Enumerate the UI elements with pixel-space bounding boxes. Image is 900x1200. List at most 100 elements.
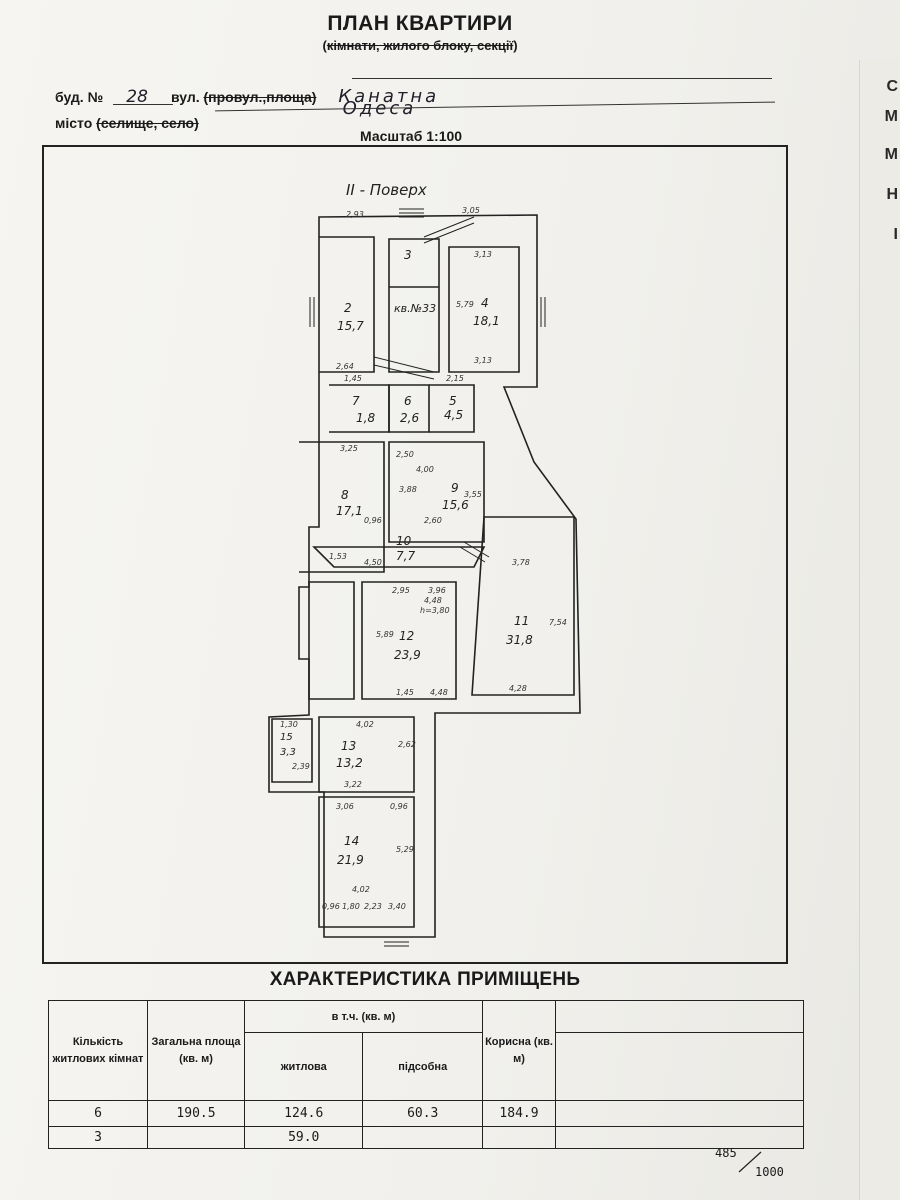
subtitle-struck-text: кімнати, жилого блоку, секції bbox=[326, 38, 514, 53]
svg-text:2,93: 2,93 bbox=[346, 210, 364, 219]
room-number: 6 bbox=[404, 394, 412, 408]
floor-label: ІІ - Поверх bbox=[346, 181, 427, 199]
characteristics-title: ХАРАКТЕРИСТИКА ПРИМІЩЕНЬ bbox=[269, 969, 581, 990]
room-area: 1,8 bbox=[356, 411, 375, 425]
cell-rooms: 6 bbox=[48, 1100, 148, 1127]
room-area: 31,8 bbox=[506, 633, 533, 647]
svg-text:4,48: 4,48 bbox=[430, 688, 448, 697]
room-area: 15,7 bbox=[337, 319, 364, 333]
svg-text:0,96: 0,96 bbox=[364, 516, 382, 525]
svg-text:5,29: 5,29 bbox=[396, 845, 414, 854]
city-name: Одеса bbox=[342, 98, 417, 119]
header-living: житлова bbox=[243, 1032, 364, 1101]
room-number: 9 bbox=[451, 481, 459, 495]
room-area: 23,9 bbox=[394, 648, 421, 662]
room-number: 13 bbox=[341, 739, 356, 753]
plan-walls bbox=[268, 214, 581, 938]
header-useful-area: Корисна (кв. м) bbox=[482, 1000, 556, 1101]
room-number: 15 bbox=[280, 732, 293, 743]
room-number: 3 bbox=[404, 248, 412, 262]
cell-aux bbox=[362, 1126, 483, 1149]
svg-text:3,55: 3,55 bbox=[464, 490, 482, 499]
svg-text:2,62: 2,62 bbox=[398, 740, 416, 749]
room-area: 21,9 bbox=[337, 853, 364, 867]
svg-text:3,25: 3,25 bbox=[340, 444, 358, 453]
edge-letter: С bbox=[886, 78, 898, 95]
blank-cell bbox=[555, 1126, 804, 1149]
room-area: 13,2 bbox=[336, 756, 363, 770]
svg-text:3,13: 3,13 bbox=[474, 250, 492, 259]
svg-text:4,48: 4,48 bbox=[424, 596, 442, 605]
svg-text:7,54: 7,54 bbox=[549, 618, 567, 627]
room-number: 11 bbox=[514, 614, 529, 628]
room-area: 17,1 bbox=[336, 504, 363, 518]
city-line: місто (селище, село) Одеса bbox=[55, 98, 416, 133]
svg-text:3,88: 3,88 bbox=[399, 485, 417, 494]
svg-text:2,60: 2,60 bbox=[424, 516, 442, 525]
svg-text:1,45: 1,45 bbox=[344, 374, 362, 383]
cell-total: 190.5 bbox=[147, 1100, 245, 1127]
footer-denominator: 1000 bbox=[755, 1165, 784, 1179]
scale-label: Масштаб 1:100 bbox=[360, 128, 463, 144]
room-number: 12 bbox=[399, 629, 414, 643]
svg-text:3,06: 3,06 bbox=[336, 802, 354, 811]
cell-useful bbox=[482, 1126, 556, 1149]
apartment-number: кв.№33 bbox=[394, 302, 436, 315]
room-area: 2,6 bbox=[400, 411, 419, 425]
svg-text:2,15: 2,15 bbox=[446, 374, 464, 383]
svg-text:4,50: 4,50 bbox=[364, 558, 382, 567]
edge-letter: М bbox=[884, 108, 898, 125]
adjacent-page-edge: С М М Н І bbox=[859, 60, 900, 1200]
svg-text:4,00: 4,00 bbox=[416, 465, 434, 474]
svg-text:3,78: 3,78 bbox=[512, 558, 530, 567]
city-label: місто bbox=[55, 115, 93, 131]
svg-text:2,95: 2,95 bbox=[392, 586, 410, 595]
room-number: 2 bbox=[344, 301, 352, 315]
cell-living: 124.6 bbox=[243, 1100, 364, 1127]
svg-text:3,13: 3,13 bbox=[474, 356, 492, 365]
svg-text:1,45: 1,45 bbox=[396, 688, 414, 697]
cell-rooms: 3 bbox=[48, 1126, 148, 1149]
svg-text:1,30: 1,30 bbox=[280, 720, 298, 729]
edge-letter: І bbox=[893, 226, 898, 243]
blank-cell bbox=[555, 1000, 804, 1033]
svg-text:0,96: 0,96 bbox=[322, 902, 340, 911]
building-label: буд. № bbox=[55, 89, 104, 105]
cell-total bbox=[147, 1126, 245, 1149]
dimension-labels: 2,93 3,05 3,13 5,79 2,64 3,13 1,45 2,15 … bbox=[280, 206, 567, 911]
blank-cell bbox=[555, 1032, 804, 1101]
svg-text:0,96: 0,96 bbox=[390, 802, 408, 811]
room-number: 14 bbox=[344, 834, 359, 848]
svg-text:1,53: 1,53 bbox=[329, 552, 347, 561]
room-number: 8 bbox=[341, 488, 349, 502]
header-rooms: Кількість житлових кімнат bbox=[48, 1000, 148, 1101]
header-auxiliary: підсобна bbox=[362, 1032, 483, 1101]
svg-text:4,02: 4,02 bbox=[356, 720, 374, 729]
cell-living: 59.0 bbox=[243, 1126, 364, 1149]
svg-text:3,05: 3,05 bbox=[462, 206, 480, 215]
building-number: 28 bbox=[126, 87, 148, 107]
blank-cell bbox=[555, 1100, 804, 1127]
room-number: 7 bbox=[352, 394, 360, 408]
street-name: Канатна bbox=[338, 86, 440, 107]
room-area: 4,5 bbox=[444, 408, 463, 422]
room-labels: 215,7 3 кв.№33 418,1 71,8 62,6 54,5 817,… bbox=[280, 248, 533, 867]
floor-plan-drawing: ІІ - Поверх 215,7 3 кв.№33 418,1 71,8 62… bbox=[268, 181, 581, 947]
svg-text:5,89: 5,89 bbox=[376, 630, 394, 639]
svg-text:3,40: 3,40 bbox=[388, 902, 406, 911]
characteristics-table: Кількість житлових кімнат Загальна площа… bbox=[48, 1000, 804, 1149]
svg-text:4,28: 4,28 bbox=[509, 684, 527, 693]
header-total-area: Загальна площа (кв. м) bbox=[147, 1000, 245, 1101]
room-area: 18,1 bbox=[473, 314, 500, 328]
svg-text:1,80: 1,80 bbox=[342, 902, 360, 911]
header-including: в т.ч. (кв. м) bbox=[244, 1000, 483, 1033]
edge-letter: М bbox=[884, 146, 898, 163]
svg-text:3,22: 3,22 bbox=[344, 780, 362, 789]
room-number: 5 bbox=[449, 394, 457, 408]
cell-aux: 60.3 bbox=[362, 1100, 483, 1127]
document-subtitle: (кімнати, жилого блоку, секції) bbox=[322, 38, 518, 53]
room-area: 15,6 bbox=[442, 498, 469, 512]
street-struck-text: (провул.,площа) bbox=[203, 89, 317, 105]
room-area: 7,7 bbox=[396, 549, 415, 563]
